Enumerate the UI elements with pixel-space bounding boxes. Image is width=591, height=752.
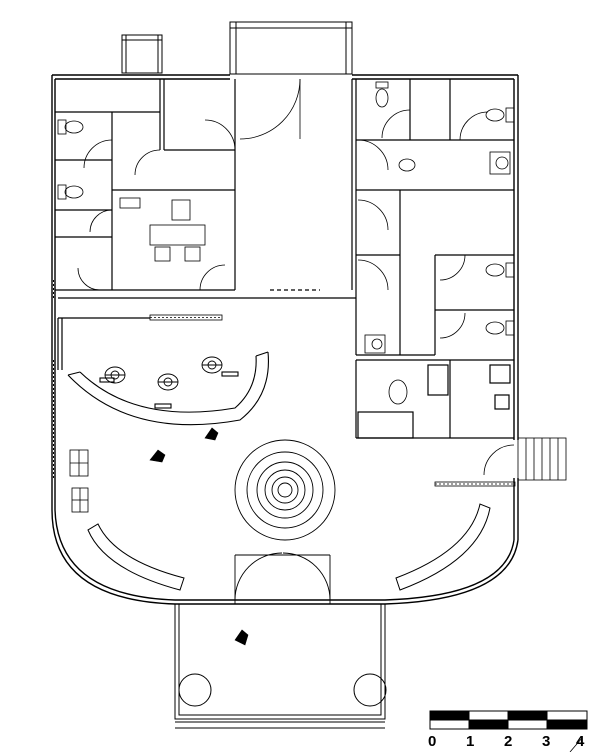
scale-label-2: 2 xyxy=(504,733,512,750)
left-display-cases xyxy=(69,449,89,513)
reception-desk xyxy=(67,351,269,426)
bottom-porch xyxy=(174,603,387,729)
scale-label-4: 4 xyxy=(576,733,585,750)
staff-figures xyxy=(104,356,223,391)
right-door-swings xyxy=(357,109,489,339)
left-toilets xyxy=(57,119,84,200)
bottom-entrance-doors xyxy=(234,552,331,604)
top-entrance-canopy xyxy=(229,21,353,75)
center-top-door xyxy=(239,78,301,140)
upper-left-rooms xyxy=(55,79,236,291)
scale-label-3: 3 xyxy=(542,733,550,750)
outer-walls xyxy=(51,74,519,605)
scale-label-0: 0 xyxy=(428,733,436,750)
scale-label-1: 1 xyxy=(466,733,474,750)
right-toilets xyxy=(364,81,515,354)
lobby-figures xyxy=(149,427,249,646)
scale-bar xyxy=(429,710,588,752)
dotted-rail xyxy=(149,314,516,487)
restroom-figures xyxy=(388,158,416,405)
left-door-swings xyxy=(77,119,236,291)
curved-benches xyxy=(87,503,491,591)
central-circle-feature xyxy=(234,439,336,541)
scale-labels: 0 1 2 3 4 xyxy=(428,733,585,750)
lower-right-rooms xyxy=(355,359,514,439)
right-side-steps xyxy=(483,437,567,481)
middle-partition xyxy=(57,289,356,370)
top-left-stair xyxy=(121,34,163,74)
upper-right-rooms xyxy=(351,79,514,356)
office-furniture xyxy=(119,197,206,262)
